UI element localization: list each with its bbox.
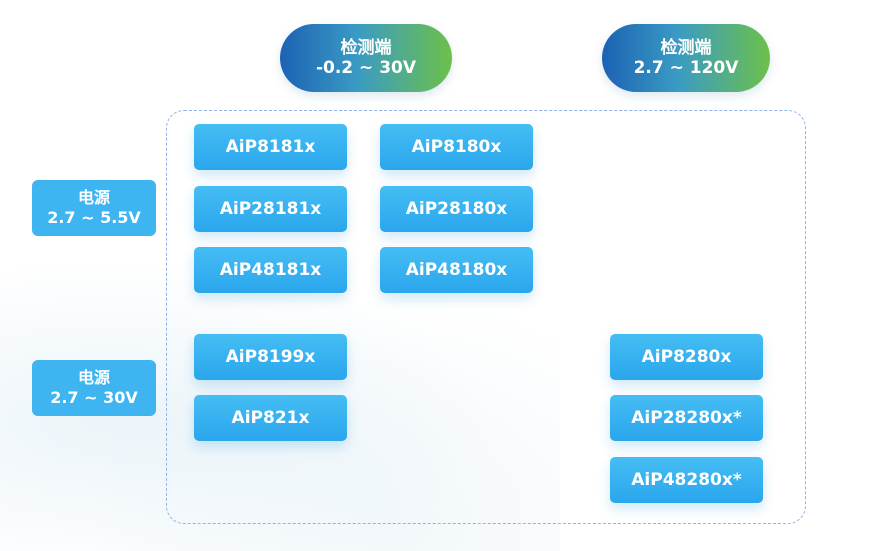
chip-aip48180x: AiP48180x bbox=[380, 247, 533, 293]
power-label: 电源 bbox=[77, 368, 110, 387]
power-range-label-1: 电源 2.7 ~ 5.5V bbox=[32, 180, 156, 236]
power-value: 2.7 ~ 5.5V bbox=[47, 208, 141, 227]
chip-aip48280x: AiP48280x* bbox=[610, 457, 763, 503]
chip-aip8181x: AiP8181x bbox=[194, 124, 347, 170]
detect-range-value: -0.2 ~ 30V bbox=[315, 58, 417, 78]
detect-range-value: 2.7 ~ 120V bbox=[633, 58, 739, 78]
detect-range-label: 检测端 bbox=[660, 38, 712, 58]
power-value: 2.7 ~ 30V bbox=[50, 388, 138, 407]
chip-aip28180x: AiP28180x bbox=[380, 186, 533, 232]
detect-range-header-2: 检测端 2.7 ~ 120V bbox=[602, 24, 770, 92]
detect-range-header-1: 检测端 -0.2 ~ 30V bbox=[280, 24, 452, 92]
chip-aip8180x: AiP8180x bbox=[380, 124, 533, 170]
product-matrix-frame bbox=[166, 110, 806, 524]
detect-range-label: 检测端 bbox=[340, 38, 392, 58]
chip-aip48181x: AiP48181x bbox=[194, 247, 347, 293]
chip-aip8280x: AiP8280x bbox=[610, 334, 763, 380]
chip-aip28181x: AiP28181x bbox=[194, 186, 347, 232]
power-label: 电源 bbox=[77, 188, 110, 207]
power-range-label-2: 电源 2.7 ~ 30V bbox=[32, 360, 156, 416]
chip-aip8199x: AiP8199x bbox=[194, 334, 347, 380]
chip-aip821x: AiP821x bbox=[194, 395, 347, 441]
chip-aip28280x: AiP28280x* bbox=[610, 395, 763, 441]
